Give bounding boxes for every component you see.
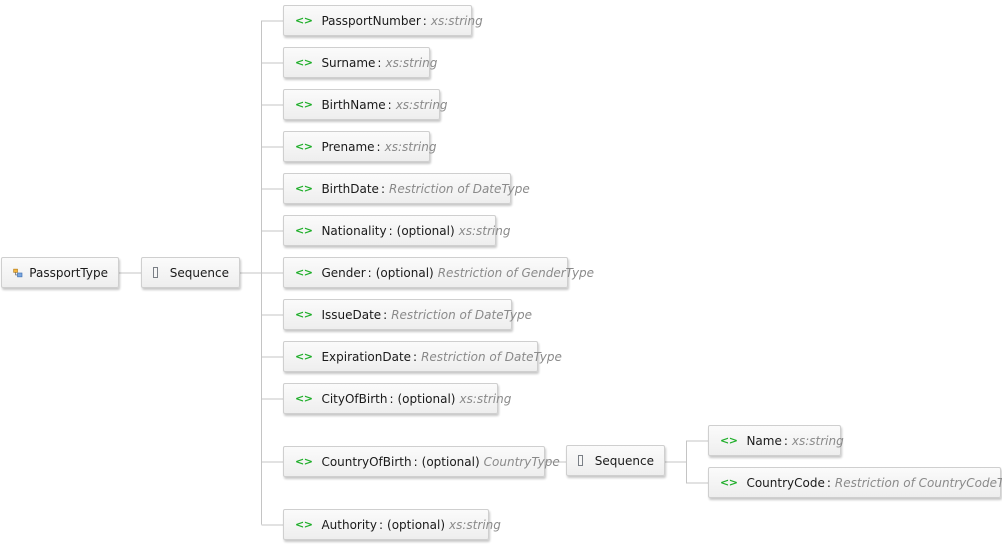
sequence-node[interactable]: Sequence bbox=[141, 257, 240, 288]
element-name: PassportNumber bbox=[321, 13, 421, 28]
element-icon: <> bbox=[295, 224, 313, 237]
element-type: CountryType bbox=[483, 454, 560, 469]
element-separator: : bbox=[413, 454, 418, 469]
element-type: xs:string bbox=[458, 223, 511, 238]
element-authority[interactable]: <> Authority:(optional)xs:string bbox=[283, 509, 501, 540]
element-birth-date[interactable]: <> BirthDate:Restriction of DateType bbox=[283, 173, 530, 204]
element-name: BirthName bbox=[321, 97, 386, 112]
element-city-of-birth[interactable]: <> CityOfBirth:(optional)xs:string bbox=[283, 383, 511, 414]
element-optional: (optional) bbox=[396, 223, 455, 238]
element-passport-number[interactable]: <> PassportNumber:xs:string bbox=[283, 5, 483, 36]
element-type: Restriction of CountryCodeType bbox=[834, 475, 1002, 490]
element-country-name[interactable]: <> Name:xs:string bbox=[708, 425, 844, 456]
element-type: xs:string bbox=[384, 139, 437, 154]
sequence-label: Sequence bbox=[169, 265, 229, 280]
element-name: IssueDate bbox=[321, 307, 382, 322]
element-icon: <> bbox=[720, 476, 738, 489]
element-type: xs:string bbox=[449, 517, 501, 532]
element-type: xs:string bbox=[459, 391, 512, 406]
element-name: Name bbox=[746, 433, 782, 448]
element-type: xs:string bbox=[791, 433, 844, 448]
element-separator: : bbox=[383, 307, 388, 322]
element-icon: <> bbox=[295, 98, 313, 111]
passport-type-label: PassportType bbox=[29, 265, 108, 280]
element-optional: (optional) bbox=[375, 265, 434, 280]
element-separator: : bbox=[826, 475, 831, 490]
element-icon: <> bbox=[295, 266, 313, 279]
element-separator: : bbox=[376, 139, 381, 154]
element-icon: <> bbox=[295, 14, 313, 27]
element-icon: <> bbox=[720, 434, 738, 447]
element-type: xs:string bbox=[395, 97, 448, 112]
element-separator: : bbox=[380, 181, 385, 196]
element-issue-date[interactable]: <> IssueDate:Restriction of DateType bbox=[283, 299, 532, 330]
element-type: xs:string bbox=[385, 55, 438, 70]
element-icon: <> bbox=[295, 455, 313, 468]
element-separator: : bbox=[387, 97, 392, 112]
element-name: Nationality bbox=[321, 223, 387, 238]
element-gender[interactable]: <> Gender:(optional)Restriction of Gender… bbox=[283, 257, 594, 288]
element-optional: (optional) bbox=[387, 517, 446, 532]
element-name: CountryCode bbox=[746, 475, 825, 490]
element-separator: : bbox=[422, 13, 427, 28]
element-type: Restriction of DateType bbox=[388, 181, 530, 196]
element-name: Prename bbox=[321, 139, 375, 154]
element-type: Restriction of DateType bbox=[391, 307, 532, 322]
element-type: xs:string bbox=[430, 13, 483, 28]
element-icon: <> bbox=[295, 140, 313, 153]
element-country-code[interactable]: <> CountryCode:Restriction of CountryCode… bbox=[708, 467, 1002, 498]
element-separator: : bbox=[783, 433, 788, 448]
element-type: Restriction of DateType bbox=[421, 349, 562, 364]
passport-type-node[interactable]: PassportType bbox=[1, 257, 119, 288]
element-optional: (optional) bbox=[397, 391, 456, 406]
element-optional: (optional) bbox=[421, 454, 480, 469]
element-separator: : bbox=[388, 223, 393, 238]
element-separator: : bbox=[413, 349, 418, 364]
element-birth-name[interactable]: <> BirthName:xs:string bbox=[283, 89, 448, 120]
country-sequence-label: Sequence bbox=[594, 453, 654, 468]
complex-type-icon bbox=[13, 268, 23, 277]
element-separator: : bbox=[389, 391, 394, 406]
element-type: Restriction of GenderType bbox=[437, 265, 595, 280]
element-separator: : bbox=[377, 55, 382, 70]
country-sequence-node[interactable]: Sequence bbox=[566, 445, 665, 476]
element-icon: <> bbox=[295, 308, 313, 321]
element-nationality[interactable]: <> Nationality:(optional)xs:string bbox=[283, 215, 510, 246]
element-icon: <> bbox=[295, 182, 313, 195]
element-name: BirthDate bbox=[321, 181, 379, 196]
element-country-of-birth[interactable]: <> CountryOfBirth:(optional)CountryType bbox=[283, 446, 560, 477]
element-icon: <> bbox=[295, 56, 313, 69]
element-separator: : bbox=[378, 517, 384, 532]
element-icon: <> bbox=[295, 392, 313, 405]
element-separator: : bbox=[367, 265, 372, 280]
element-name: Authority bbox=[321, 517, 377, 532]
element-name: Surname bbox=[321, 55, 376, 70]
element-surname[interactable]: <> Surname:xs:string bbox=[283, 47, 437, 78]
element-name: ExpirationDate bbox=[321, 349, 412, 364]
element-expiration-date[interactable]: <> ExpirationDate:Restriction of DateType bbox=[283, 341, 562, 372]
element-name: CityOfBirth bbox=[321, 391, 388, 406]
element-name: CountryOfBirth bbox=[321, 454, 412, 469]
element-icon: <> bbox=[295, 518, 313, 531]
element-icon: <> bbox=[295, 350, 313, 363]
element-name: Gender bbox=[321, 265, 366, 280]
sequence-icon bbox=[153, 267, 158, 278]
element-prename[interactable]: <> Prename:xs:string bbox=[283, 131, 436, 162]
sequence-icon bbox=[578, 455, 583, 466]
